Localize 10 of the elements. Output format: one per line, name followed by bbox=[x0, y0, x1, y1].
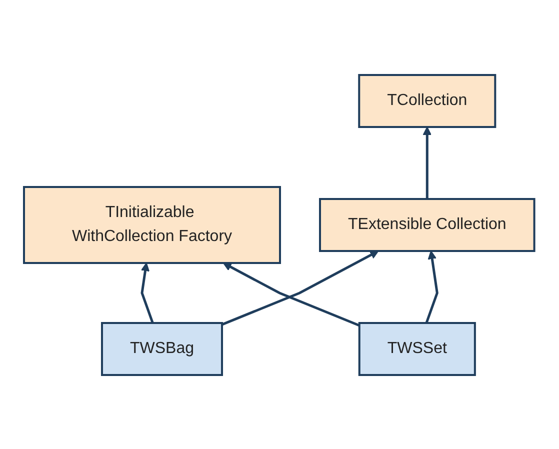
node-box: TWSBag bbox=[101, 322, 224, 376]
node-box: TCollection bbox=[358, 74, 496, 128]
node-box: TInitializable WithCollection Factory bbox=[23, 186, 282, 264]
arrow bbox=[141, 262, 154, 323]
arrow bbox=[426, 250, 439, 323]
node-box: TExtensible Collection bbox=[319, 198, 536, 252]
arrow bbox=[223, 262, 360, 326]
node-box: TWSSet bbox=[358, 322, 476, 376]
arrow bbox=[222, 250, 380, 326]
arrow bbox=[423, 126, 432, 198]
